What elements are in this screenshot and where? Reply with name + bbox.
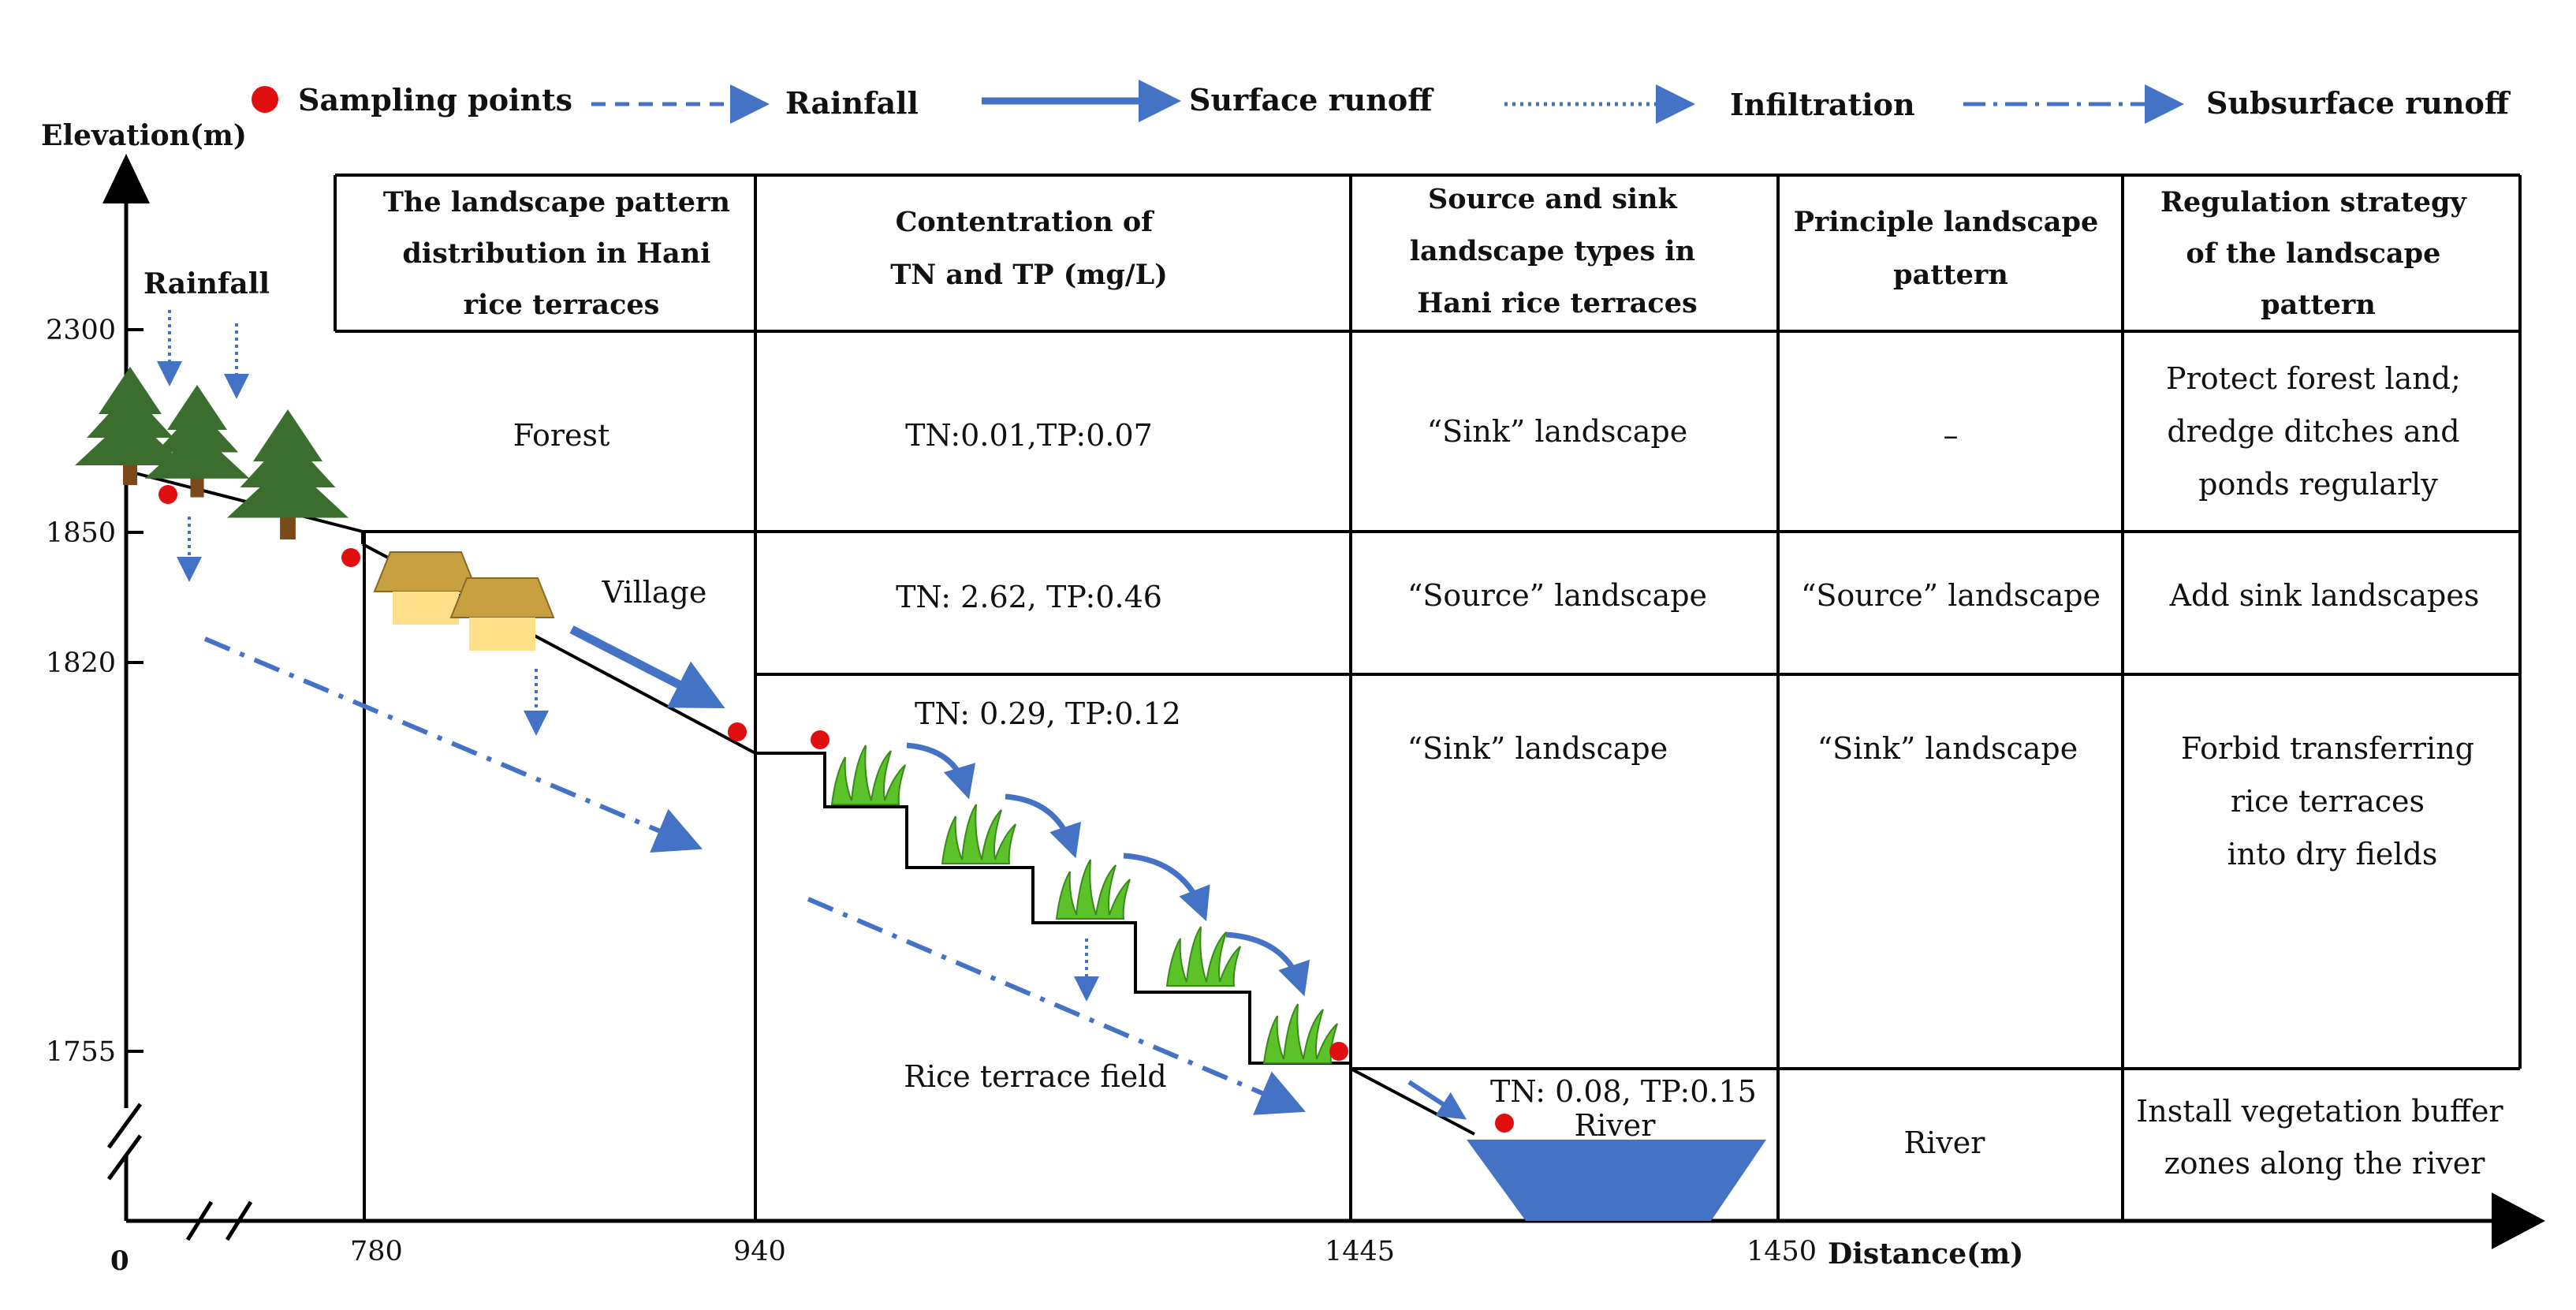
header-regulation-strategy: Regulation strategy of the landscape pat… [2160,186,2476,321]
y-tick-1820: 1820 [46,648,116,679]
village-strategy: Add sink landscapes [2169,578,2480,613]
x-tick-1450: 1450 [1747,1236,1817,1267]
village-houses [374,551,554,651]
legend-rainfall: Rainfall [785,85,919,121]
rainfall-arrows: Rainfall [144,267,270,399]
forest-strategy: Protect forest land; dredge ditches and … [2166,361,2470,502]
river-water [1467,1140,1766,1221]
subsurface-runoff-arrows [203,636,1307,1115]
legend-infiltration: Infiltration [1730,87,1915,122]
sampling-point [811,730,829,749]
village-row: Village TN: 2.62, TP:0.46 “Source” lands… [602,575,2480,614]
x-tick-1445: 1445 [1325,1236,1395,1267]
table-headers: The landscape pattern distribution in Ha… [383,183,2476,321]
y-tick-2300: 2300 [46,315,116,346]
x-axis-arrow [2492,1192,2545,1249]
terrace-concentration: TN: 0.29, TP:0.12 [915,696,1181,731]
sampling-point [728,722,747,741]
sampling-points [158,485,1514,1133]
x-tick-0: 0 [110,1245,129,1277]
river-label: River [1575,1108,1657,1143]
river-principle: River [1904,1125,1986,1160]
sampling-point [1329,1042,1348,1061]
rice-grass [831,745,1338,1064]
sampling-point [1495,1114,1514,1133]
village-type: “Source” landscape [1407,578,1707,613]
legend-sampling-points: Sampling points [298,82,572,118]
y-axis-arrow [103,154,150,203]
forest-row: Forest TN:0.01,TP:0.07 “Sink” landscape … [513,361,2470,502]
infiltration-arrows [177,517,1099,1002]
surface-runoff-arrows [569,625,1467,1120]
terrace-strategy: Forbid transferring rice terraces into d… [2181,731,2484,871]
table-grid [334,174,2522,1221]
village-concentration: TN: 2.62, TP:0.46 [896,580,1162,614]
header-landscape-pattern: The landscape pattern distribution in Ha… [383,186,740,321]
forest-concentration: TN:0.01,TP:0.07 [905,418,1153,453]
terrace-row: TN: 0.29, TP:0.12 “Sink” landscape “Sink… [904,696,2484,1094]
legend-surface-runoff: Surface runoff [1189,82,1434,118]
sampling-point-marker [252,86,278,113]
village-principle: “Source” landscape [1801,578,2101,613]
river-row: TN: 0.08, TP:0.15 River River Install ve… [1490,1074,2512,1181]
river-concentration: TN: 0.08, TP:0.15 [1490,1074,1757,1109]
x-tick-780: 780 [350,1236,403,1267]
x-axis-label: Distance(m) [1828,1237,2023,1271]
y-tick-1755: 1755 [46,1036,116,1068]
rainfall-label: Rainfall [144,267,270,300]
forest-label: Forest [513,418,610,453]
legend-subsurface-runoff: Subsurface runoff [2206,85,2511,121]
terrace-principle: “Sink” landscape [1817,731,2078,766]
terrace-type: “Sink” landscape [1407,731,1668,766]
legend: Sampling points Rainfall Surface runoff … [252,80,2511,124]
terrace-label: Rice terrace field [904,1059,1167,1094]
forest-principle: – [1944,418,1959,453]
y-axis-label: Elevation(m) [41,119,247,152]
y-tick-1850: 1850 [46,517,116,549]
sampling-point [158,485,177,504]
axes: Elevation(m) 2300 1850 1820 1755 0 780 9… [41,119,2545,1277]
river-strategy: Install vegetation buffer zones along th… [2136,1094,2512,1181]
village-label: Village [602,575,707,610]
header-source-sink: Source and sink landscape types in Hani … [1410,183,1706,319]
forest-trees [75,367,349,539]
header-principle-pattern: Principle landscape pattern [1794,206,2108,291]
sampling-point [341,548,360,567]
x-tick-940: 940 [733,1236,786,1267]
header-concentration: Contentration of TN and TP (mg/L) [890,206,1168,291]
forest-type: “Sink” landscape [1427,414,1687,449]
